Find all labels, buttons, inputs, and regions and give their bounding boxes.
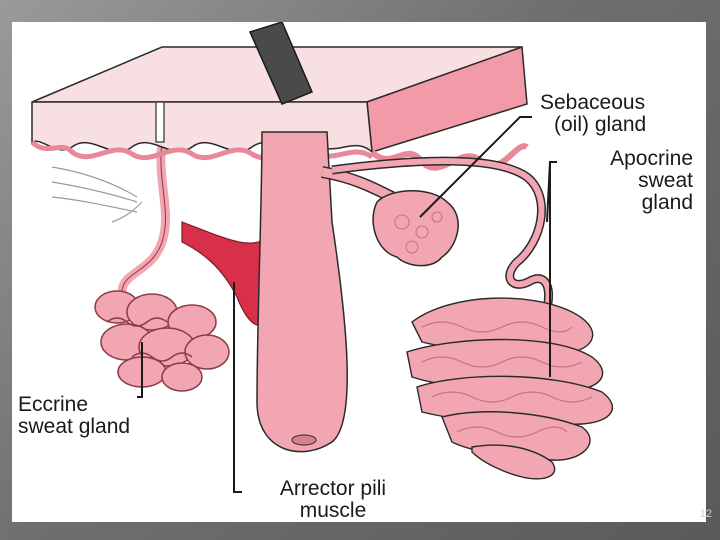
arrector-label-line-1: Arrector pili (279, 477, 387, 500)
arrector-label-line-2: muscle (299, 499, 367, 522)
apocrine-label-line-3: gland (641, 191, 693, 214)
apocrine-gland-label: Apocrine sweat gland (568, 148, 693, 214)
sebaceous-gland-label: Sebaceous (oil) gland (540, 92, 646, 136)
hair-shaft (248, 22, 313, 105)
eccrine-label-line-2: sweat gland (18, 415, 131, 438)
label-leader-lines (137, 116, 557, 493)
skin-diagram-panel: Sebaceous (oil) gland Apocrine sweat gla… (12, 22, 706, 522)
sebaceous-gland (320, 166, 459, 267)
eccrine-label-line-1: Eccrine (18, 393, 89, 416)
sebaceous-label-line-1: Sebaceous (540, 91, 646, 114)
hair-follicle (256, 131, 348, 453)
nerve-fibers (51, 166, 143, 223)
apocrine-gland (331, 156, 614, 480)
eccrine-gland-coil (94, 141, 230, 392)
apocrine-label-line-1: Apocrine (610, 147, 693, 170)
eccrine-gland-label: Eccrine sweat gland (18, 394, 130, 438)
slide-number: 12 (699, 508, 712, 520)
skin-cross-section-illustration (30, 22, 614, 493)
arrector-pili-label: Arrector pili muscle (248, 478, 418, 522)
sebaceous-label-line-2: (oil) gland (554, 113, 647, 136)
apocrine-label-line-2: sweat (638, 169, 693, 192)
sweat-pore (155, 101, 165, 143)
arrector-pili-muscle (181, 221, 273, 327)
